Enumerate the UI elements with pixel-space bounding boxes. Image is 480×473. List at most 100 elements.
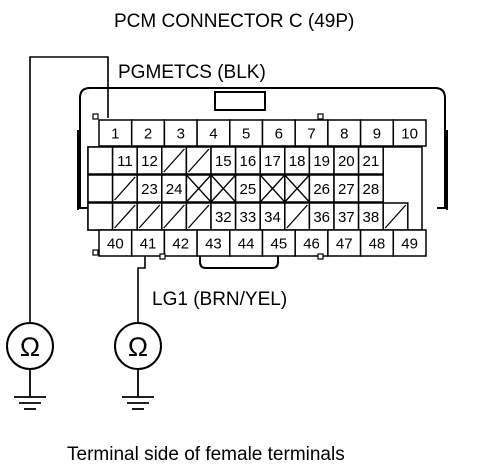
unused-cavity-slash (138, 204, 161, 229)
terminal-cavity (359, 229, 395, 257)
ohmmeter-icon: Ω (6, 322, 54, 370)
terminal-6-label: 6 (275, 126, 283, 143)
terminal-cavity (308, 146, 335, 175)
unused-cavity-slash (163, 148, 185, 173)
terminal-4-label: 4 (209, 126, 217, 143)
terminal-cavity (308, 174, 335, 203)
terminal-21-label: 21 (363, 153, 380, 170)
terminal-cavity (98, 119, 133, 147)
terminal-44-label: 44 (238, 236, 255, 253)
terminal-32-label: 32 (215, 209, 232, 226)
caption: Terminal side of female terminals (67, 444, 345, 465)
terminal-cavity (229, 229, 264, 257)
pin-1-probe-wire (29, 56, 109, 322)
terminal-17-label: 17 (264, 153, 281, 170)
terminal-49-label: 49 (401, 236, 418, 253)
terminal-cavity (261, 229, 296, 257)
terminal-1-label: 1 (111, 126, 119, 143)
terminal-12-label: 12 (141, 153, 158, 170)
lg1-wire-label: LG1 (BRN/YEL) (152, 289, 287, 310)
terminal-cavity (392, 119, 427, 147)
terminal-cavity (136, 146, 163, 175)
terminal-36-label: 36 (313, 209, 330, 226)
terminal-37-label: 37 (338, 209, 355, 226)
terminal-cavity (87, 202, 114, 231)
terminal-42-label: 42 (172, 236, 189, 253)
terminal-26-label: 26 (313, 181, 330, 198)
terminal-3-label: 3 (177, 126, 185, 143)
ground-icon (122, 369, 154, 410)
blocked-cavity-cross (210, 174, 237, 203)
locator-tab (92, 113, 99, 120)
terminal-15-label: 15 (215, 153, 232, 170)
terminal-cavity (333, 174, 360, 203)
terminal-33-label: 33 (240, 209, 257, 226)
terminal-25-label: 25 (240, 181, 257, 198)
terminal-47-label: 47 (336, 236, 353, 253)
terminal-cavity (259, 202, 286, 231)
unused-cavity-slash (163, 204, 185, 229)
terminal-46-label: 46 (303, 236, 320, 253)
terminal-cavity (333, 146, 360, 175)
blocked-cavity-cross (185, 174, 212, 203)
locator-tab (92, 249, 99, 256)
terminal-10-label: 10 (401, 126, 418, 143)
terminal-cavity (234, 146, 261, 175)
terminal-24-label: 24 (166, 181, 183, 198)
terminal-cavity (259, 146, 286, 175)
terminal-cavity (357, 174, 384, 203)
unused-cavity-slash (114, 204, 136, 229)
blocked-cavity-cross (259, 174, 286, 203)
locator-tab (317, 253, 324, 260)
ground-icon (14, 369, 46, 410)
terminal-20-label: 20 (338, 153, 355, 170)
terminal-cavity (210, 146, 237, 175)
terminal-16-label: 16 (240, 153, 257, 170)
terminal-cavity (136, 174, 163, 203)
terminal-2-label: 2 (144, 126, 152, 143)
unused-cavity-slash (187, 204, 210, 229)
terminal-cavity (87, 174, 114, 203)
terminal-11-label: 11 (117, 153, 133, 170)
terminal-41-label: 41 (140, 236, 157, 253)
unused-cavity-slash (286, 204, 308, 229)
terminal-34-label: 34 (264, 209, 281, 226)
terminal-5-label: 5 (242, 126, 250, 143)
terminal-38-label: 38 (363, 209, 380, 226)
unused-cavity-slash (114, 176, 136, 201)
terminal-cavity (87, 146, 114, 175)
terminal-cavity (392, 229, 427, 257)
terminal-23-label: 23 (141, 181, 158, 198)
probe-wires (29, 56, 146, 322)
blocked-cavity-cross (284, 174, 310, 203)
terminal-cavity (357, 146, 384, 175)
pgmetcs-wire-label: PGMETCS (BLK) (118, 62, 266, 83)
terminal-8-label: 8 (340, 126, 348, 143)
ohm-symbol: Ω (128, 332, 148, 362)
locator-tab (317, 113, 324, 120)
connector-housing (77, 87, 448, 269)
unused-cavity-slash (384, 204, 407, 229)
terminal-27-label: 27 (338, 181, 355, 198)
terminal-9-label: 9 (373, 126, 381, 143)
pin-41-probe-wire (137, 248, 146, 322)
terminal-18-label: 18 (289, 153, 306, 170)
terminal-48-label: 48 (369, 236, 386, 253)
terminal-cavity (234, 202, 261, 231)
locator-tab (159, 253, 166, 260)
terminal-cavity (98, 229, 133, 257)
terminal-cavity (196, 229, 231, 257)
terminal-43-label: 43 (205, 236, 222, 253)
unused-cavity-slash (187, 148, 210, 173)
terminal-19-label: 19 (313, 153, 330, 170)
connector-title: PCM CONNECTOR C (49P) (114, 11, 354, 32)
ohmmeter-icon: Ω (114, 322, 162, 370)
terminal-7-label: 7 (307, 126, 315, 143)
ohm-symbol: Ω (20, 332, 40, 362)
terminal-cavity (359, 119, 395, 147)
terminal-40-label: 40 (107, 236, 124, 253)
terminal-28-label: 28 (363, 181, 380, 198)
